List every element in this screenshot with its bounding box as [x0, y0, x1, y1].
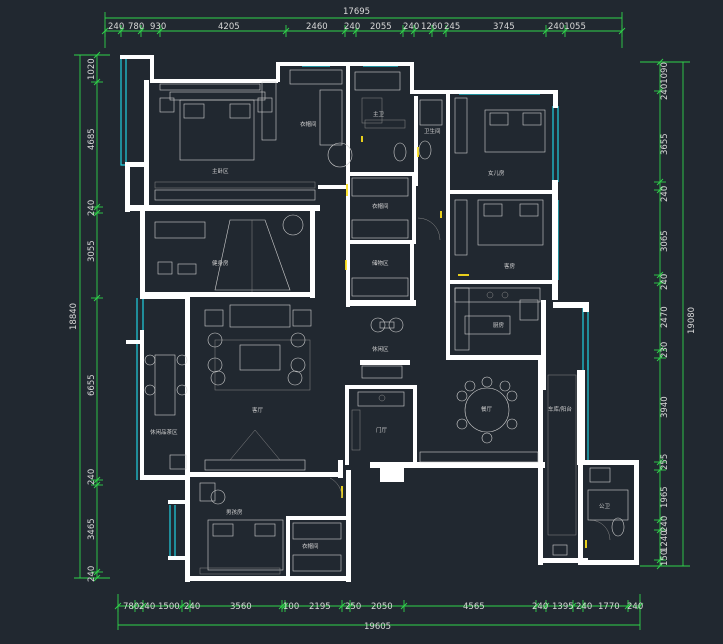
svg-text:250: 250	[345, 602, 361, 612]
svg-text:240: 240	[660, 274, 670, 290]
dim-bottom-total: 19605	[364, 622, 391, 632]
svg-text:240: 240	[87, 200, 97, 216]
label-balcony-lounge: 休闲品茶区	[150, 428, 178, 436]
svg-text:6655: 6655	[87, 374, 97, 396]
svg-text:240: 240	[660, 516, 670, 532]
doors	[329, 136, 611, 548]
dim-left-col: 1020 4685 240 3055 6655 240 3465 240	[87, 58, 97, 582]
svg-text:780: 780	[128, 22, 144, 32]
svg-text:3940: 3940	[660, 396, 670, 418]
windows	[120, 57, 589, 560]
label-closet-2: 衣帽间	[372, 202, 389, 210]
label-kitchen: 厨房	[493, 321, 505, 329]
svg-text:2195: 2195	[309, 602, 331, 612]
svg-text:1965: 1965	[660, 486, 670, 508]
label-leisure: 休闲区	[372, 345, 389, 353]
svg-text:240: 240	[87, 469, 97, 485]
svg-text:2401055: 2401055	[548, 22, 586, 32]
label-second-bedroom: 女儿房	[488, 169, 505, 177]
svg-text:1020: 1020	[87, 58, 97, 80]
svg-text:240: 240	[184, 602, 200, 612]
svg-text:2460: 2460	[306, 22, 328, 32]
svg-text:3655: 3655	[660, 133, 670, 155]
svg-text:4565: 4565	[463, 602, 485, 612]
svg-text:1500: 1500	[158, 602, 180, 612]
svg-text:3065: 3065	[660, 230, 670, 252]
label-dining: 餐厅	[481, 405, 493, 413]
furniture	[144, 69, 629, 575]
svg-text:240: 240	[139, 602, 155, 612]
svg-text:240: 240	[108, 22, 124, 32]
label-master-bedroom: 主卧区	[212, 167, 229, 175]
dim-right-col: 2401090 3655 240 3065 240 2470 230 3940 …	[660, 62, 670, 566]
label-storage: 储物区	[372, 259, 389, 267]
svg-text:240: 240	[576, 602, 592, 612]
svg-text:240: 240	[660, 186, 670, 202]
svg-text:2470: 2470	[660, 306, 670, 328]
label-elder-room: 男孩房	[226, 508, 243, 516]
svg-text:3745: 3745	[493, 22, 515, 32]
walls	[120, 55, 639, 582]
label-living-room: 客厅	[252, 406, 264, 414]
svg-text:4205: 4205	[218, 22, 240, 32]
svg-text:240: 240	[344, 22, 360, 32]
label-entry: 门厅	[376, 426, 388, 434]
svg-text:1395: 1395	[552, 602, 574, 612]
svg-text:3055: 3055	[87, 240, 97, 262]
svg-text:240: 240	[627, 602, 643, 612]
svg-text:255: 255	[660, 454, 670, 470]
dim-left-total: 18840	[69, 303, 79, 330]
label-guest-bath: 公卫	[599, 503, 611, 510]
svg-text:100: 100	[283, 602, 299, 612]
room-labels: 主卧区 衣帽间 主卫 卫生间 女儿房 衣帽间 客房 健身房 储物区 客厅 休闲区…	[150, 110, 611, 550]
svg-text:240: 240	[403, 22, 419, 32]
svg-text:1770: 1770	[598, 602, 620, 612]
svg-text:930: 930	[150, 22, 166, 32]
label-bath-2: 卫生间	[424, 127, 441, 135]
dim-right-total: 19080	[687, 307, 697, 334]
svg-text:2401090: 2401090	[660, 62, 670, 100]
dim-bottom-row: 780 240 1500 240 3560 100 2195 250 2050 …	[123, 602, 643, 612]
svg-text:1260: 1260	[421, 22, 443, 32]
label-guest-room: 客房	[504, 262, 516, 270]
svg-text:2050: 2050	[371, 602, 393, 612]
label-walkin-closet-1: 衣帽间	[300, 120, 317, 128]
dim-top-row: 240 780 930 4205 2460 240 2055 240 1260 …	[108, 22, 586, 32]
svg-text:3560: 3560	[230, 602, 252, 612]
label-gym: 健身房	[212, 259, 229, 267]
svg-text:780: 780	[123, 602, 139, 612]
dim-top-total: 17695	[343, 7, 370, 17]
label-bath-1: 主卫	[373, 110, 385, 118]
label-closet-3: 衣帽间	[302, 542, 319, 550]
svg-text:245: 245	[444, 22, 460, 32]
svg-text:150: 150	[660, 550, 670, 566]
svg-text:4685: 4685	[87, 128, 97, 150]
svg-text:2055: 2055	[370, 22, 392, 32]
svg-text:230: 230	[660, 342, 670, 358]
svg-text:1240: 1240	[660, 530, 670, 552]
dimension-lines	[74, 12, 690, 630]
label-garage: 车库/阳台	[548, 405, 572, 413]
svg-text:240: 240	[87, 566, 97, 582]
svg-text:240: 240	[532, 602, 548, 612]
svg-text:3465: 3465	[87, 518, 97, 540]
